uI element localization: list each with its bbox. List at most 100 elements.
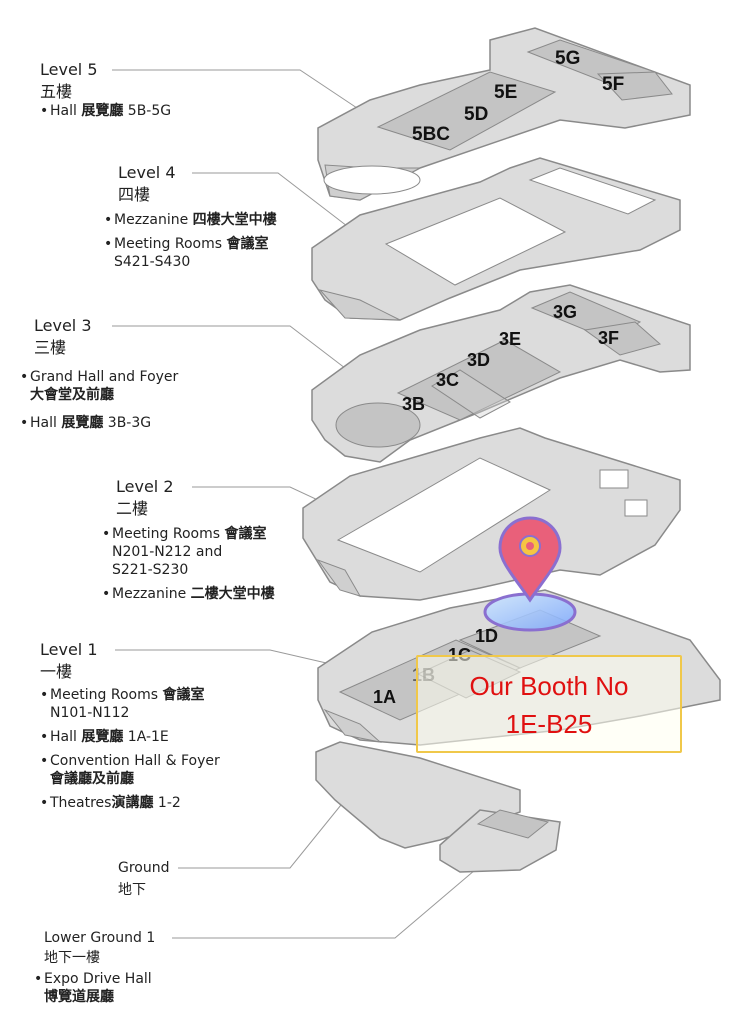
hall-5e: 5E [494,82,517,103]
item-cn: 展覽廳 [61,415,104,431]
item-cn: 會議室 [226,236,269,252]
lower-ground-item: •Expo Drive Hall [34,970,152,988]
level-5-label: Level 5 五樓 •Hall 展覽廳 5B-5G [40,60,171,120]
lower-ground-floor [439,809,561,873]
bullet-dot: • [20,415,29,431]
item-en: Theatres [50,795,112,811]
item-line2: 博覽道展廳 [44,989,114,1005]
item-cn: 二樓大堂中樓 [190,586,275,602]
level-5-hall-labels: 5BC 5D 5E 5G 5F [412,48,624,145]
hall-5d: 5D [464,104,488,125]
location-pin-icon[interactable] [483,516,577,632]
level-title: Level 2 [116,477,174,496]
item-en: Expo Drive Hall [44,971,152,987]
level-1-item-convention: •Convention Hall & Foyer [40,752,220,770]
hall-3c: 3C [436,370,459,390]
hall-3b: 3B [402,394,425,414]
level-title: Ground [118,860,170,876]
bullet-dot: • [102,526,111,542]
level-cn: 五樓 [40,82,73,101]
item-line2: 會議廳及前廳 [50,771,134,787]
hall-5f: 5F [602,74,624,95]
item-en: Convention Hall & Foyer [50,753,220,769]
item-rest: 1-2 [153,795,181,811]
hall-3g: 3G [553,302,577,322]
item-en: Hall [30,415,62,431]
item-en: Hall [50,729,82,745]
level-cn: 一樓 [40,662,73,681]
item-en: Grand Hall and Foyer [30,369,179,385]
item-cn: 四樓大堂中樓 [192,212,277,228]
leader-lines [112,69,476,939]
level-2-floor [302,427,681,601]
bullet-dot: • [40,687,49,703]
item-line2: N201-N212 and [112,544,223,560]
lower-ground-label: Lower Ground 1 地下一樓 •Expo Drive Hall 博覽道… [34,928,162,1006]
booth-number: 1E-B25 [505,709,593,739]
item-en: Meeting Rooms [112,526,225,542]
level-3-floor [311,284,691,463]
item-cn: 演講廳 [111,795,154,811]
item-en: Mezzanine [112,586,191,602]
item-cn: 會議室 [162,687,205,703]
bullet-dot: • [34,971,43,987]
level-2-item-meeting: •Meeting Rooms 會議室 [102,525,275,543]
item-rest: 1A-1E [123,729,169,745]
level-4-item-meeting: •Meeting Rooms 會議室 [104,235,277,253]
item-en: Meeting Rooms [50,687,163,703]
item-rest: 3B-3G [103,415,152,431]
level-cn: 四樓 [118,185,151,204]
level-5-item-hall: •Hall 展覽廳 5B-5G [40,102,171,120]
bullet-dot: • [40,729,49,745]
level-title: Level 1 [40,640,98,659]
booth-line1: Our Booth No [469,671,629,701]
hall-5g: 5G [555,48,580,69]
item-en: Hall [50,103,82,119]
bullet-dot: • [102,586,111,602]
item-en: Mezzanine [114,212,193,228]
level-cn: 地下 [118,882,146,898]
level-4-label: Level 4 四樓 •Mezzanine 四樓大堂中樓 •Meeting Ro… [104,163,291,271]
hall-3e: 3E [499,329,521,349]
level-1-item-meeting: •Meeting Rooms 會議室 [40,686,220,704]
bullet-dot: • [40,795,49,811]
hall-1a: 1A [373,687,396,707]
level-1-item-hall: •Hall 展覽廳 1A-1E [40,728,220,746]
item-cn: 展覽廳 [81,103,124,119]
item-rest: 5B-5G [123,103,172,119]
bullet-dot: • [104,212,113,228]
item-cn: 會議室 [224,526,267,542]
hall-3d: 3D [467,350,490,370]
level-4-item-mezzanine: •Mezzanine 四樓大堂中樓 [104,211,277,229]
hall-1d: 1D [475,626,498,646]
bullet-dot: • [104,236,113,252]
level-title: Lower Ground 1 [44,930,156,946]
item-cn: 展覽廳 [81,729,124,745]
level-2-item-mezzanine: •Mezzanine 二樓大堂中樓 [102,585,275,603]
item-line2: 大會堂及前廳 [30,387,114,403]
level-cn: 二樓 [116,499,149,518]
bullet-dot: • [40,753,49,769]
hall-5bc: 5BC [412,124,450,145]
level-2-label: Level 2 二樓 •Meeting Rooms 會議室 N201-N212 … [102,477,289,603]
level-title: Level 5 [40,60,98,79]
ground-label: Ground 地下 [118,858,170,900]
level-3-item-grand-hall: •Grand Hall and Foyer [20,368,178,386]
level-5-floor [317,27,691,201]
level-cn: 三樓 [34,338,67,357]
booth-callout: Our Booth No 1E-B25 [416,655,682,753]
item-en: Meeting Rooms [114,236,227,252]
item-line3: S221-S230 [112,562,189,578]
level-3-hall-labels: 3B 3C 3D 3E 3G 3F [402,302,619,414]
bullet-dot: • [40,103,49,119]
level-1-label: Level 1 一樓 •Meeting Rooms 會議室 N101-N112 … [40,640,220,812]
level-3-label: Level 3 三樓 •Grand Hall and Foyer 大會堂及前廳 … [20,316,192,432]
level-cn: 地下一樓 [44,950,100,966]
hall-3f: 3F [598,328,619,348]
bullet-dot: • [20,369,29,385]
level-1-item-theatres: •Theatres演講廳 1-2 [40,794,220,812]
level-title: Level 4 [118,163,176,182]
item-line2: N101-N112 [50,705,130,721]
level-title: Level 3 [34,316,92,335]
